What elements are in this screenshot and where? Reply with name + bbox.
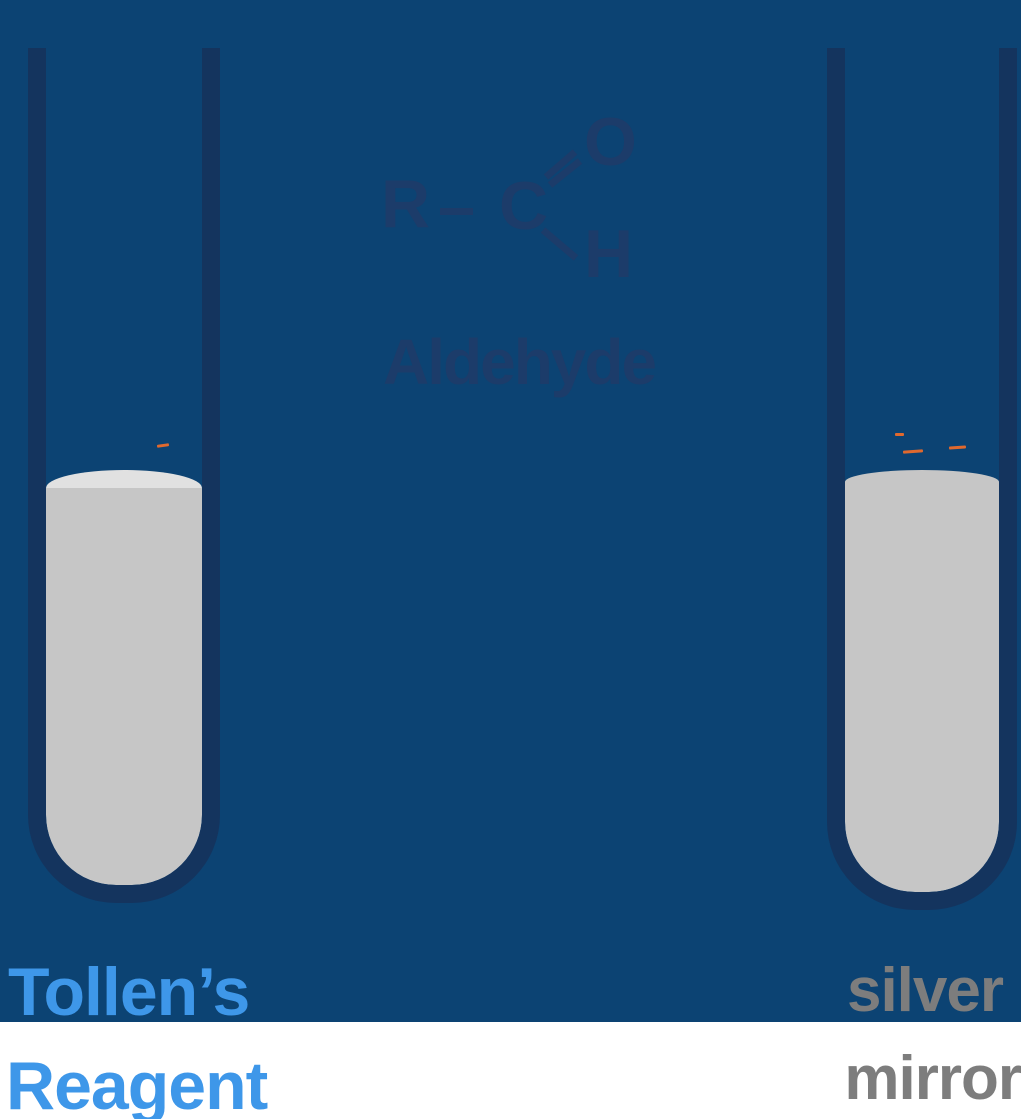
- test-tube-left: [28, 48, 220, 903]
- speck-icon: [895, 433, 904, 436]
- atom-oxygen: O: [584, 104, 637, 180]
- silver-mirror-liquid: [845, 470, 999, 892]
- single-bond-icon: [440, 208, 473, 215]
- label-tollens-line1: Tollen’s: [8, 954, 250, 1030]
- label-silver-line2: mirror: [844, 1044, 1021, 1113]
- test-tube-right: [827, 48, 1017, 910]
- atom-r-group: R: [381, 166, 430, 242]
- test-tube-right-interior: [845, 48, 999, 892]
- test-tube-left-interior: [46, 48, 202, 885]
- label-silver-line1: silver: [846, 956, 1004, 1025]
- bond-lines-icon: [540, 149, 583, 261]
- atom-hydrogen: H: [584, 216, 633, 292]
- aldehyde-caption: Aldehyde: [383, 326, 657, 398]
- tollens-liquid: [46, 488, 202, 885]
- atom-carbon: C: [499, 168, 548, 244]
- label-tollens-line2: Reagent: [6, 1048, 268, 1119]
- footer-strip: [0, 1022, 1021, 1119]
